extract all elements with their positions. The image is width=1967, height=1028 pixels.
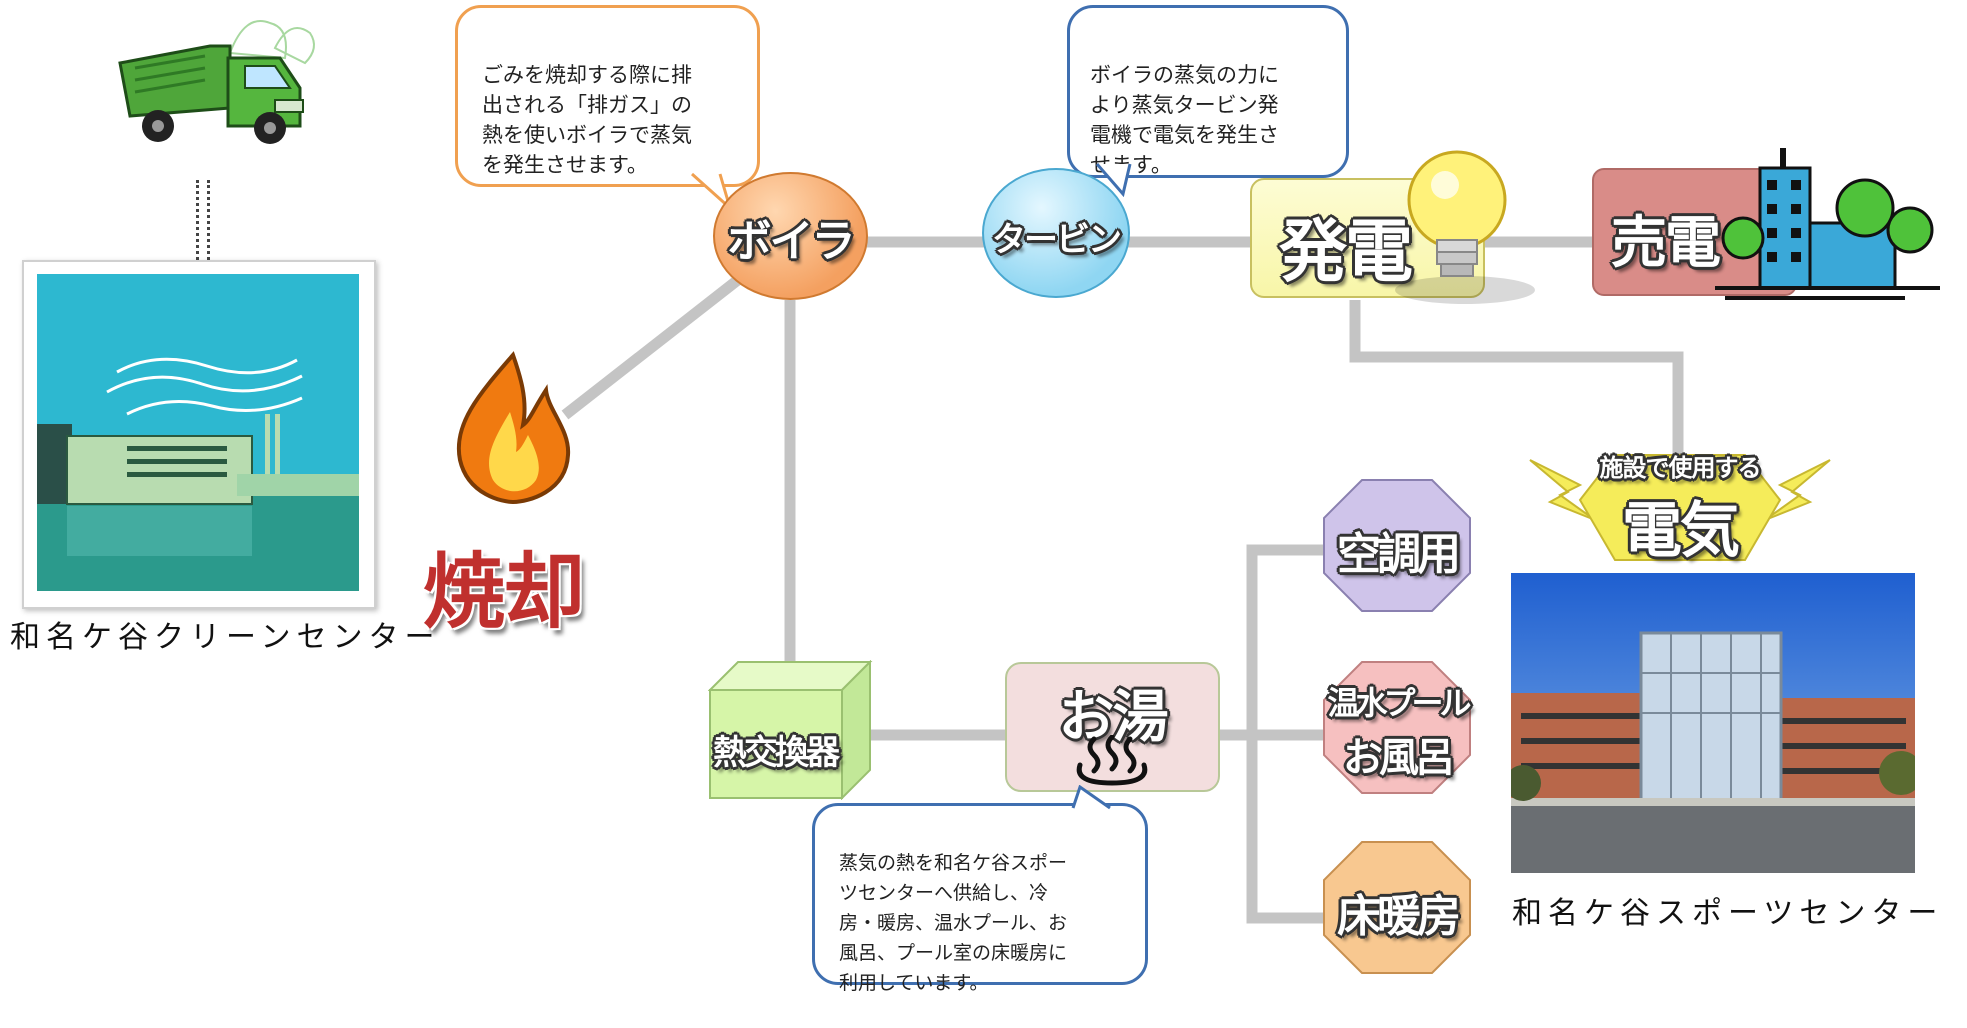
pool-label-line1: 温水プール xyxy=(1327,684,1471,722)
selling-label: 売電 xyxy=(1611,211,1721,276)
facility-power-small-label: 施設で使用する xyxy=(1599,454,1762,482)
turbine-callout-tail xyxy=(1095,163,1132,197)
light-bulb-icon xyxy=(1395,150,1535,304)
floor-heating-node xyxy=(1323,841,1471,974)
hot-water-callout-tail xyxy=(1071,785,1111,810)
line-generation-facility xyxy=(1349,300,1684,455)
facility-power-badge xyxy=(1529,454,1831,561)
floor-heating-label: 床暖房 xyxy=(1337,891,1461,942)
clean-center-illustration xyxy=(22,260,376,609)
air-conditioning-label: 空調用 xyxy=(1337,529,1461,580)
incineration-label: 焼却 xyxy=(423,544,585,640)
connector-lines xyxy=(561,236,1684,924)
truck-dotted-line xyxy=(196,180,210,260)
generation-label: 発電 xyxy=(1278,213,1413,292)
boiler-callout: ごみを焼却する際に排 出される「排ガス」の 熱を使いボイラで蒸気 を発生させます… xyxy=(455,5,760,187)
boiler-callout-text: ごみを焼却する際に排 出される「排ガス」の 熱を使いボイラで蒸気 を発生させます… xyxy=(482,63,692,177)
garbage-truck-icon xyxy=(118,20,315,144)
pool-node xyxy=(1323,661,1471,794)
air-conditioning-node xyxy=(1323,479,1471,612)
heat-exchanger-node xyxy=(708,660,873,800)
turbine-callout-text: ボイラの蒸気の力に より蒸気タービン発 電機で電気を発生さ せます。 xyxy=(1090,63,1279,177)
turbine-label: タービン xyxy=(992,220,1122,260)
hot-water-label: お湯 xyxy=(1058,685,1169,750)
hot-spring-icon xyxy=(1076,735,1148,786)
line-incineration-boiler xyxy=(561,267,752,420)
hot-water-callout-text: 蒸気の熱を和名ケ谷スポー ツセンターへ供給し、冷 房・暖房、温水プール、お 風呂… xyxy=(839,852,1068,994)
sports-center-caption: 和名ケ谷スポーツセンター xyxy=(1512,896,1944,931)
heat-exchanger-label: 熱交換器 xyxy=(713,733,840,773)
facility-power-big-label: 電気 xyxy=(1622,496,1740,566)
clean-center-caption: 和名ケ谷クリーンセンター xyxy=(10,620,441,655)
boiler-label: ボイラ xyxy=(727,216,856,267)
flame-icon xyxy=(456,351,571,505)
city-buildings-icon xyxy=(1715,148,1940,300)
boiler-node xyxy=(713,172,868,300)
turbine-callout: ボイラの蒸気の力に より蒸気タービン発 電機で電気を発生さ せます。 xyxy=(1067,5,1349,178)
turbine-node xyxy=(982,168,1130,298)
sports-center-photo xyxy=(1511,573,1915,873)
pool-label-line2: お風呂 xyxy=(1343,735,1455,781)
hot-water-callout: 蒸気の熱を和名ケ谷スポー ツセンターへ供給し、冷 房・暖房、温水プール、お 風呂… xyxy=(812,803,1148,994)
